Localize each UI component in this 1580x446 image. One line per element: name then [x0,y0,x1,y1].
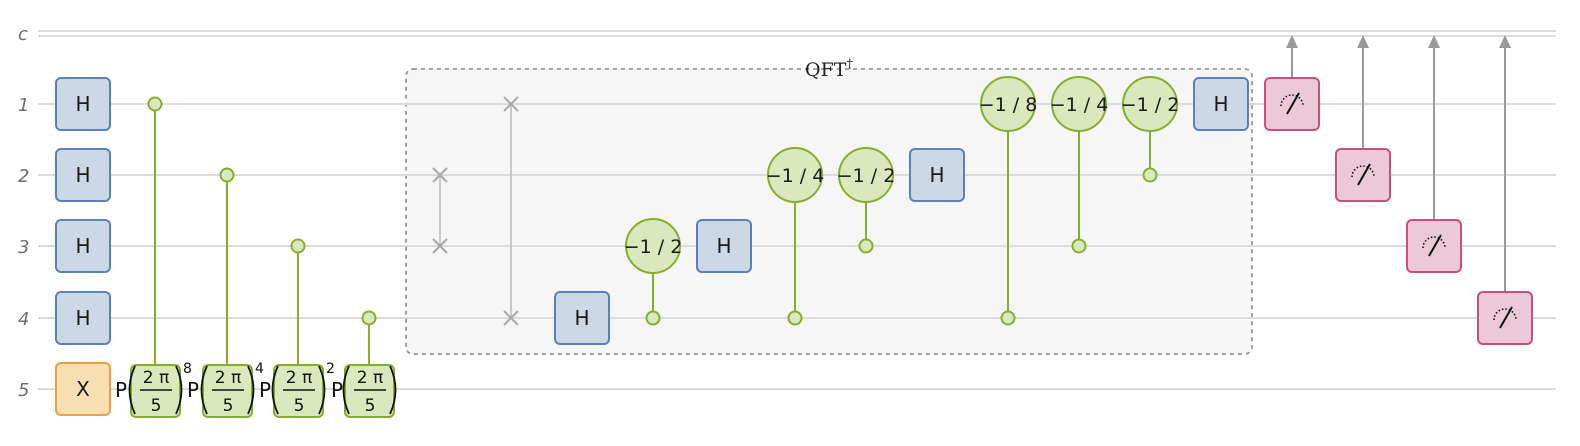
svg-text:H: H [75,306,90,330]
measurement-q4[interactable] [1477,35,1533,345]
swap-x-q1 [503,96,519,112]
controlled-phase-power-4[interactable]: P 2 π 5 4 [187,167,264,418]
swap-gate-q1-q4[interactable] [503,96,519,326]
svg-text:5: 5 [151,396,162,416]
controlled-phase-q2-q1[interactable]: −1 / 2 [1121,76,1180,183]
x-gate-q5[interactable]: X [55,362,111,416]
qubit-label-4: 4 [18,309,29,330]
measurement-q2[interactable] [1335,35,1391,202]
phase-box-power-8 [130,364,181,418]
svg-text:5: 5 [294,396,305,416]
svg-text:−1 / 4: −1 / 4 [766,165,825,187]
phase-circle [625,218,681,274]
svg-text:P: P [187,378,199,402]
svg-text:−1 / 2: −1 / 2 [624,236,683,258]
svg-text:P: P [115,378,127,402]
controlled-phase-power-1[interactable]: P 2 π 5 [331,310,397,418]
svg-text:H: H [574,306,589,330]
hadamard-gate-qft-q2[interactable]: H [909,148,965,202]
classical-wire: c [18,24,1556,45]
hadamard-gate-q2[interactable]: H [55,148,111,202]
phase-circle [1122,76,1178,132]
controlled-phase-q4-q3[interactable]: −1 / 2 [624,218,683,326]
controlled-phase-power-8[interactable]: P 2 π 5 8 [115,96,192,418]
qubit-label-2: 2 [18,166,29,187]
qubit-label-3: 3 [18,237,29,258]
measurement-q1[interactable] [1264,35,1320,131]
svg-text:H: H [75,163,90,187]
qft-dagger-box [405,68,1253,355]
svg-text:−1 / 2: −1 / 2 [837,165,896,187]
svg-text:X: X [76,377,90,401]
control-dot-q4 [361,310,377,326]
svg-text:2 π: 2 π [143,368,169,388]
hadamard-gate-q1[interactable]: H [55,77,111,131]
control-dot-q2 [219,167,235,183]
svg-text:H: H [929,163,944,187]
qft-dagger-group[interactable]: QFT† [405,57,1253,355]
svg-text:−1 / 8: −1 / 8 [979,94,1038,116]
svg-text:H: H [75,234,90,258]
control-dot [858,238,874,254]
svg-text:H: H [1213,92,1228,116]
svg-text:H: H [75,92,90,116]
svg-text:4: 4 [255,361,264,377]
svg-text:5: 5 [365,396,376,416]
meter-icon [1493,306,1517,329]
controlled-phase-q3-q1[interactable]: −1 / 4 [1050,76,1109,254]
control-dot [1142,167,1158,183]
phase-circle [767,147,823,203]
swap-x-q2 [432,167,448,183]
hadamard-gate-q4[interactable]: H [55,291,111,345]
phase-box-power-2 [273,364,324,418]
svg-text:P: P [259,378,271,402]
controlled-phase-q3-q2[interactable]: −1 / 2 [837,147,896,254]
qft-dagger-title: QFT† [805,57,853,81]
control-dot [1071,238,1087,254]
classical-wire-label: c [18,24,28,45]
swap-gate-q2-q3[interactable] [432,167,448,254]
control-dot [787,310,803,326]
svg-text:H: H [716,234,731,258]
measurement-q3[interactable] [1406,35,1462,273]
svg-text:2 π: 2 π [215,368,241,388]
svg-text:8: 8 [183,361,192,377]
controlled-phase-q4-q2[interactable]: −1 / 4 [766,147,825,326]
phase-circle [980,76,1036,132]
meter-icon [1351,163,1375,186]
svg-text:5: 5 [223,396,234,416]
qubit-label-1: 1 [18,95,29,116]
svg-text:2 π: 2 π [286,368,312,388]
phase-circle [1051,76,1107,132]
swap-x-q4 [503,310,519,326]
meter-icon [1280,92,1304,115]
qubit-label-5: 5 [18,380,29,401]
svg-text:P: P [331,378,343,402]
phase-circle [838,147,894,203]
phase-box-power-4 [202,364,253,418]
phase-box-power-1 [344,364,395,418]
swap-x-q3 [432,238,448,254]
hadamard-gate-q3[interactable]: H [55,219,111,273]
control-dot-q1 [147,96,163,112]
svg-text:−1 / 2: −1 / 2 [1121,94,1180,116]
svg-text:−1 / 4: −1 / 4 [1050,94,1109,116]
hadamard-gate-qft-q3[interactable]: H [696,219,752,273]
control-dot [1000,310,1016,326]
hadamard-gate-qft-q1[interactable]: H [1193,77,1249,131]
control-dot-q3 [290,238,306,254]
controlled-phase-q4-q1[interactable]: −1 / 8 [979,76,1038,326]
svg-text:2: 2 [326,361,335,377]
control-dot [645,310,661,326]
svg-text:2 π: 2 π [357,368,383,388]
hadamard-gate-qft-q4[interactable]: H [554,291,610,345]
controlled-phase-power-2[interactable]: P 2 π 5 2 [259,238,335,418]
meter-icon [1422,234,1446,257]
